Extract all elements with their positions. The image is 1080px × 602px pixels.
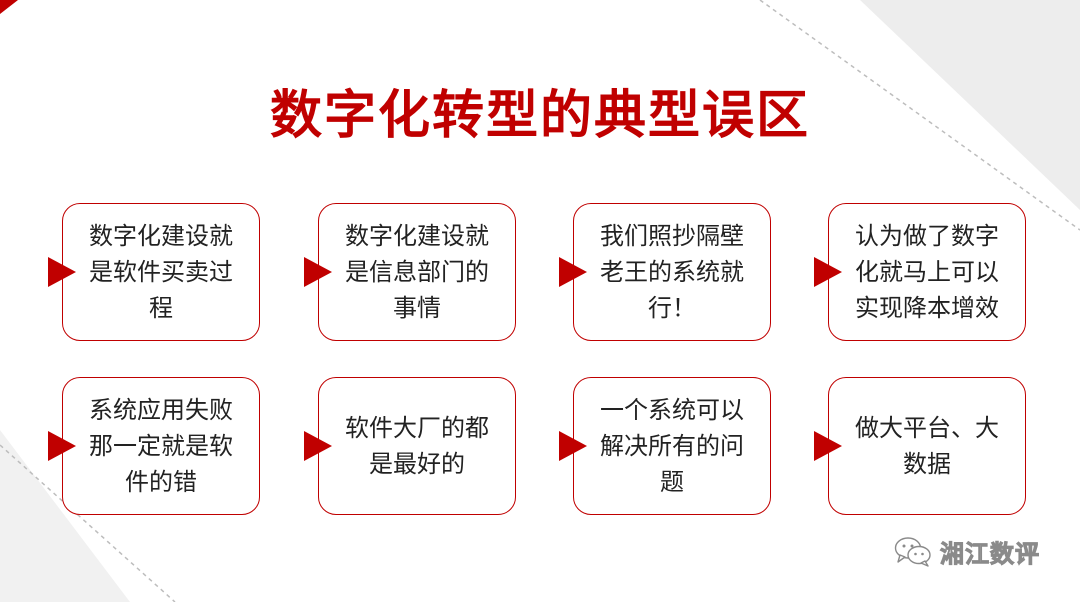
- top-right-gray-band: [860, 0, 1080, 210]
- bottom-left-dashed-line: [0, 444, 176, 602]
- arrow-icon: [48, 257, 76, 287]
- watermark: 湘江数评: [894, 534, 1040, 569]
- wechat-icon: [894, 536, 931, 567]
- myth-card-1: 数字化建设就是软件买卖过程: [62, 203, 260, 341]
- myth-card-7-text: 一个系统可以解决所有的问题: [600, 396, 744, 496]
- arrow-icon: [559, 431, 587, 461]
- myth-card-6: 软件大厂的都是最好的: [318, 377, 516, 515]
- myth-card-3-text: 我们照抄隔壁老王的系统就行！: [600, 222, 744, 322]
- myth-card-1-text: 数字化建设就是软件买卖过程: [89, 222, 233, 322]
- top-left-red-corner: [0, 0, 18, 14]
- myth-card-7: 一个系统可以解决所有的问题: [573, 377, 771, 515]
- myth-card-2: 数字化建设就是信息部门的事情: [318, 203, 516, 341]
- myth-card-3: 我们照抄隔壁老王的系统就行！: [573, 203, 771, 341]
- myth-card-5-text: 系统应用失败那一定就是软件的错: [89, 396, 233, 496]
- myth-card-4: 认为做了数字化就马上可以实现降本增效: [828, 203, 1026, 341]
- myth-card-2-text: 数字化建设就是信息部门的事情: [345, 222, 489, 322]
- watermark-text: 湘江数评: [940, 540, 1040, 569]
- myth-card-8: 做大平台、大数据: [828, 377, 1026, 515]
- myth-card-5: 系统应用失败那一定就是软件的错: [62, 377, 260, 515]
- arrow-icon: [304, 257, 332, 287]
- bottom-left-gray-band: [0, 430, 130, 602]
- arrow-icon: [48, 431, 76, 461]
- arrow-icon: [814, 257, 842, 287]
- myth-card-4-text: 认为做了数字化就马上可以实现降本增效: [855, 222, 999, 322]
- myth-card-6-text: 软件大厂的都是最好的: [345, 414, 489, 478]
- top-right-dashed-line: [759, 0, 1080, 231]
- myth-card-8-text: 做大平台、大数据: [855, 414, 999, 478]
- page-title: 数字化转型的典型误区: [269, 86, 810, 146]
- arrow-icon: [814, 431, 842, 461]
- arrow-icon: [304, 431, 332, 461]
- arrow-icon: [559, 257, 587, 287]
